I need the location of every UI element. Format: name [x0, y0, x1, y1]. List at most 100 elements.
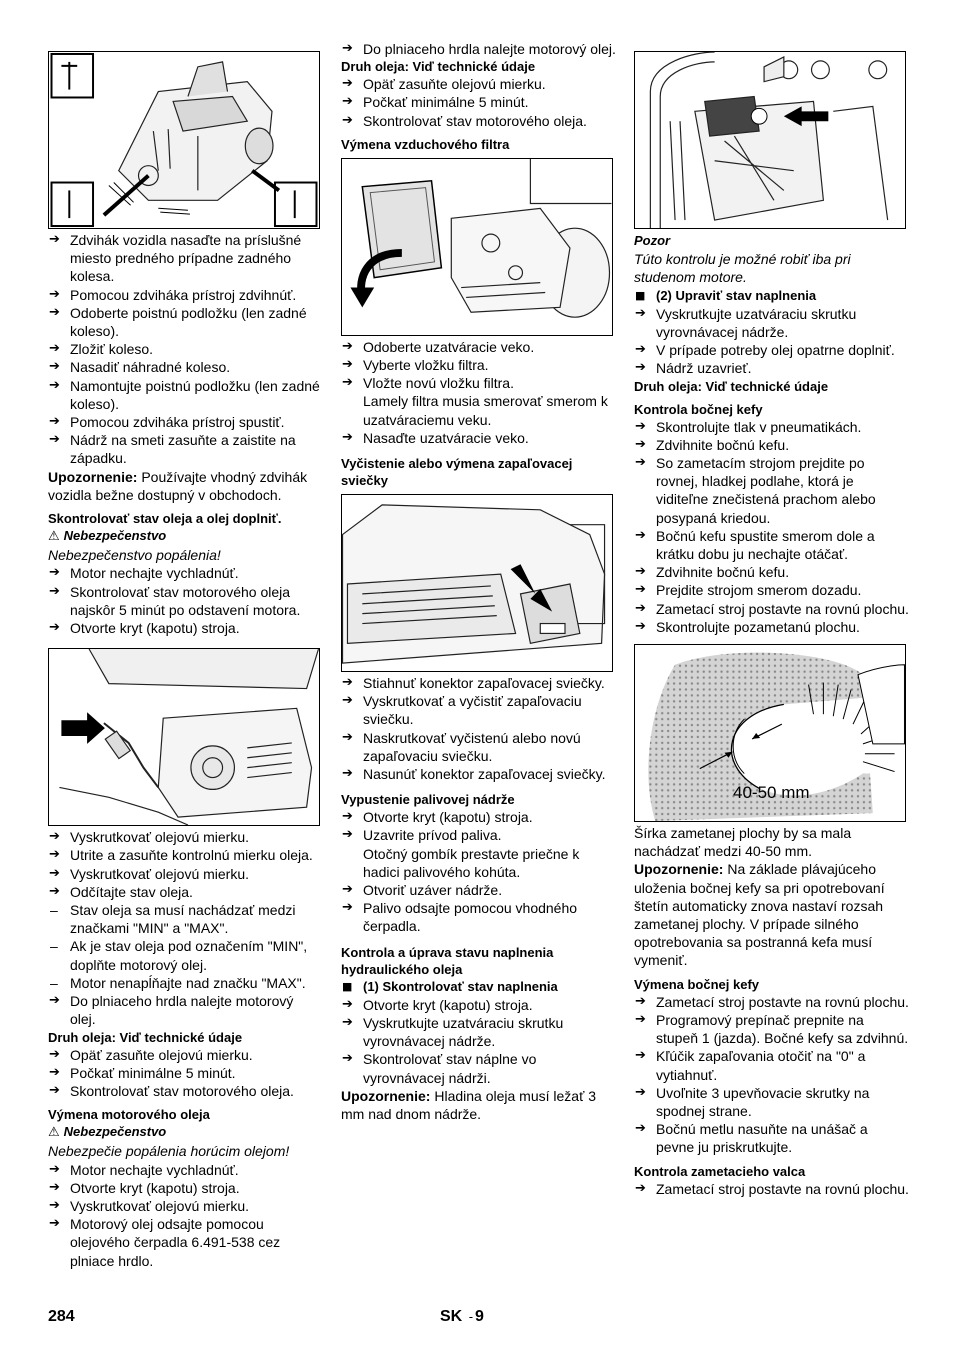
list-item: Do plniaceho hrdla nalejte motorový olej…	[341, 40, 616, 58]
list-item-continuation: Otočný gombík prestavte priečne k hadici…	[363, 845, 580, 880]
warning-detail: Nebezpečie popálenia horúcim olejom!	[48, 1143, 290, 1160]
list-item: Skontrolujte tlak v pneumatikách.	[634, 418, 909, 436]
list-item: Vyskrutkovať olejovú mierku.	[48, 865, 320, 883]
warning-detail: Nebezpečenstvo popálenia!	[48, 547, 221, 564]
list-jack-steps: Zdvihák vozidla nasaďte na príslušné mie…	[48, 231, 320, 468]
list-item: Odoberte uzatváracie veko.	[341, 338, 616, 356]
list-item: Pomocou zdviháka prístroj zdvihnúť.	[48, 286, 320, 304]
note-text: Hladina oleja musí ležať 3 mm nad dnom n…	[341, 1087, 597, 1123]
list-item: Opäť zasuňte olejovú mierku.	[48, 1046, 320, 1064]
heading-oil-type: Druh oleja: Viď technické údaje	[48, 1029, 243, 1045]
section-page-number: 9	[475, 1308, 484, 1325]
list-item: Namontujte poistnú podložku (len zadné k…	[48, 377, 320, 413]
sweeper-jack-illustration	[50, 52, 318, 228]
list-item: Vyskrutkovať olejovú mierku.	[48, 828, 320, 846]
list-item: Do plniaceho hrdla nalejte motorový olej…	[48, 992, 320, 1028]
list-item: Otvorte kryt (kapotu) stroja.	[341, 808, 616, 826]
warning-text: Nebezpečenstvo	[63, 1124, 167, 1140]
list-item: Kľúčik zapaľovania otočiť na "0" a vytia…	[634, 1047, 909, 1083]
warning-label: ⚠Nebezpečenstvo	[48, 527, 320, 546]
list-item: Počkať minimálne 5 minút.	[48, 1064, 320, 1082]
list-item: Zametací stroj postavte na rovnú plochu.	[634, 1180, 909, 1198]
warning-label: ⚠Nebezpečenstvo	[48, 1123, 320, 1142]
list-item: Utrite a zasuňte kontrolnú mierku oleja.	[48, 846, 320, 864]
list-item: Vyskrutkovať olejovú mierku.	[48, 1197, 320, 1215]
sweep-width-label: 40-50 mm	[733, 783, 810, 803]
list-item: Pomocou zdviháka prístroj spustiť.	[48, 413, 320, 431]
list-item: Vložte novú vložku filtra.	[341, 374, 616, 392]
list-item: Palivo odsajte pomocou vhodného čerpadla…	[341, 899, 616, 935]
list-item: Opäť zasuňte olejovú mierku.	[341, 75, 616, 93]
sweep-width-illustration	[648, 652, 905, 822]
note-label: Upozornenie:	[341, 1087, 431, 1104]
language-code: SK	[440, 1308, 463, 1325]
list-item: Skontrolovať stav motorového oleja najsk…	[48, 583, 320, 619]
list-item: Vyskrutkovať a vyčistiť zapaľovaciu svie…	[341, 692, 616, 728]
list-item: Vyberte vložku filtra.	[341, 356, 616, 374]
air-filter-illustration	[350, 158, 612, 318]
list-item: Bočnú metlu nasuňte na unášač a pevne ju…	[634, 1120, 909, 1156]
spark-plug-illustration	[342, 504, 606, 664]
list-item: Stiahnuť konektor zapaľovacej sviečky.	[341, 674, 616, 692]
list-item: Motor nechajte vychladnúť.	[48, 564, 320, 582]
heading-oil-check: Skontrolovať stav oleja a olej doplniť.	[48, 511, 282, 527]
figure-air-filter	[341, 157, 613, 336]
figure-hydraulic-tank	[634, 51, 906, 229]
dash-item: Ak je stav oleja pod označením "MIN", do…	[48, 937, 320, 973]
list-item: Motor nechajte vychladnúť.	[48, 1161, 320, 1179]
heading-side-brush-replace: Výmena bočnej kefy	[634, 976, 759, 992]
page-number: 284	[48, 1308, 75, 1325]
list-item: Vyskrutkujte uzatváraciu skrutku vyrovná…	[634, 305, 909, 341]
list-item: Skontrolovať stav náplne vo vyrovnávacej…	[341, 1050, 616, 1086]
warning-icon: ⚠	[48, 529, 60, 545]
heading-hydraulic-oil: Kontrola a úprava stavu naplnenia hydrau…	[341, 944, 554, 977]
column-2: Do plniaceho hrdla nalejte motorový olej…	[341, 40, 616, 1123]
list-item: Bočnú kefu spustite smerom dole a krátku…	[634, 527, 909, 563]
dash-item: Motor nenapĺňajte nad značku "MAX".	[48, 974, 320, 992]
note-brush-wear: Upozornenie: Na základe plávajúceho ulož…	[634, 860, 909, 969]
list-item: Otvoriť uzáver nádrže.	[341, 881, 616, 899]
list-item: Otvorte kryt (kapotu) stroja.	[48, 619, 320, 637]
note-text: Na základe plávajúceho uloženia bočnej k…	[634, 861, 885, 969]
list-item: So zametacím strojom prejdite po rovnej,…	[634, 454, 909, 527]
caution-label: Pozor	[634, 233, 671, 248]
heading-roller-check: Kontrola zametacieho valca	[634, 1163, 806, 1179]
list-item-continuation: Lamely filtra musia smerovať smerom k uz…	[363, 393, 608, 428]
list-item: Skontrolovať stav motorového oleja.	[48, 1082, 320, 1100]
note-oil-level: Upozornenie: Hladina oleja musí ležať 3 …	[341, 1087, 616, 1123]
list-item: Nasaďte uzatváracie veko.	[341, 429, 616, 447]
list-item: Odčítajte stav oleja.	[48, 883, 320, 901]
list-item: Vyskrutkujte uzatváraciu skrutku vyrovná…	[341, 1014, 616, 1050]
heading-oil-change: Výmena motorového oleja	[48, 1107, 210, 1123]
column-1: Zdvihák vozidla nasaďte na príslušné mie…	[48, 40, 320, 1270]
hydraulic-tank-illustration	[649, 52, 889, 228]
list-item: Zametací stroj postavte na rovnú plochu.	[634, 600, 909, 618]
list-item: Skontrolujte pozametanú plochu.	[634, 618, 909, 636]
note-text: Používajte vhodný zdvihák vozidla bežne …	[48, 468, 308, 503]
list-item: Nádrž na smeti zasuňte a zaistite na záp…	[48, 431, 320, 467]
figure-spark-plug	[341, 494, 613, 673]
heading-spark-plug: Vyčistenie alebo výmena zapaľovacej svie…	[341, 456, 573, 489]
list-item: Zametací stroj postavte na rovnú plochu.	[634, 993, 909, 1011]
column-3: Pozor Túto kontrolu je možné robiť iba p…	[634, 40, 909, 1198]
list-item: Odoberte poistnú podložku (len zadné kol…	[48, 304, 320, 340]
heading-oil-type: Druh oleja: Viď technické údaje	[634, 378, 829, 394]
figure-jack-sweeper	[48, 51, 320, 229]
list-item: Otvorte kryt (kapotu) stroja.	[48, 1179, 320, 1197]
heading-air-filter: Výmena vzduchového filtra	[341, 136, 510, 152]
separator: -	[468, 1309, 474, 1324]
heading-side-brush-check: Kontrola bočnej kefy	[634, 401, 763, 417]
list-item: Počkať minimálne 5 minút.	[341, 93, 616, 111]
engine-dipstick-illustration	[59, 649, 319, 826]
list-item: Nasadiť náhradné koleso.	[48, 358, 320, 376]
list-item: Zložiť koleso.	[48, 340, 320, 358]
list-item: Uzavrite prívod paliva.	[341, 826, 616, 844]
note-jack: Upozornenie: Používajte vhodný zdvihák v…	[48, 468, 320, 504]
figure-oil-dipstick	[48, 648, 320, 827]
list-item: Zdvihnite bočnú kefu.	[634, 563, 909, 581]
warning-icon: ⚠	[48, 1125, 60, 1141]
warning-text: Nebezpečenstvo	[63, 528, 167, 544]
figure-sweep-width: 40-50 mm	[634, 644, 906, 823]
list-item: Uvoľnite 3 upevňovacie skrutky na spodne…	[634, 1084, 909, 1120]
sweep-width-text: Šírka zametanej plochy by sa mala nachád…	[634, 825, 852, 860]
